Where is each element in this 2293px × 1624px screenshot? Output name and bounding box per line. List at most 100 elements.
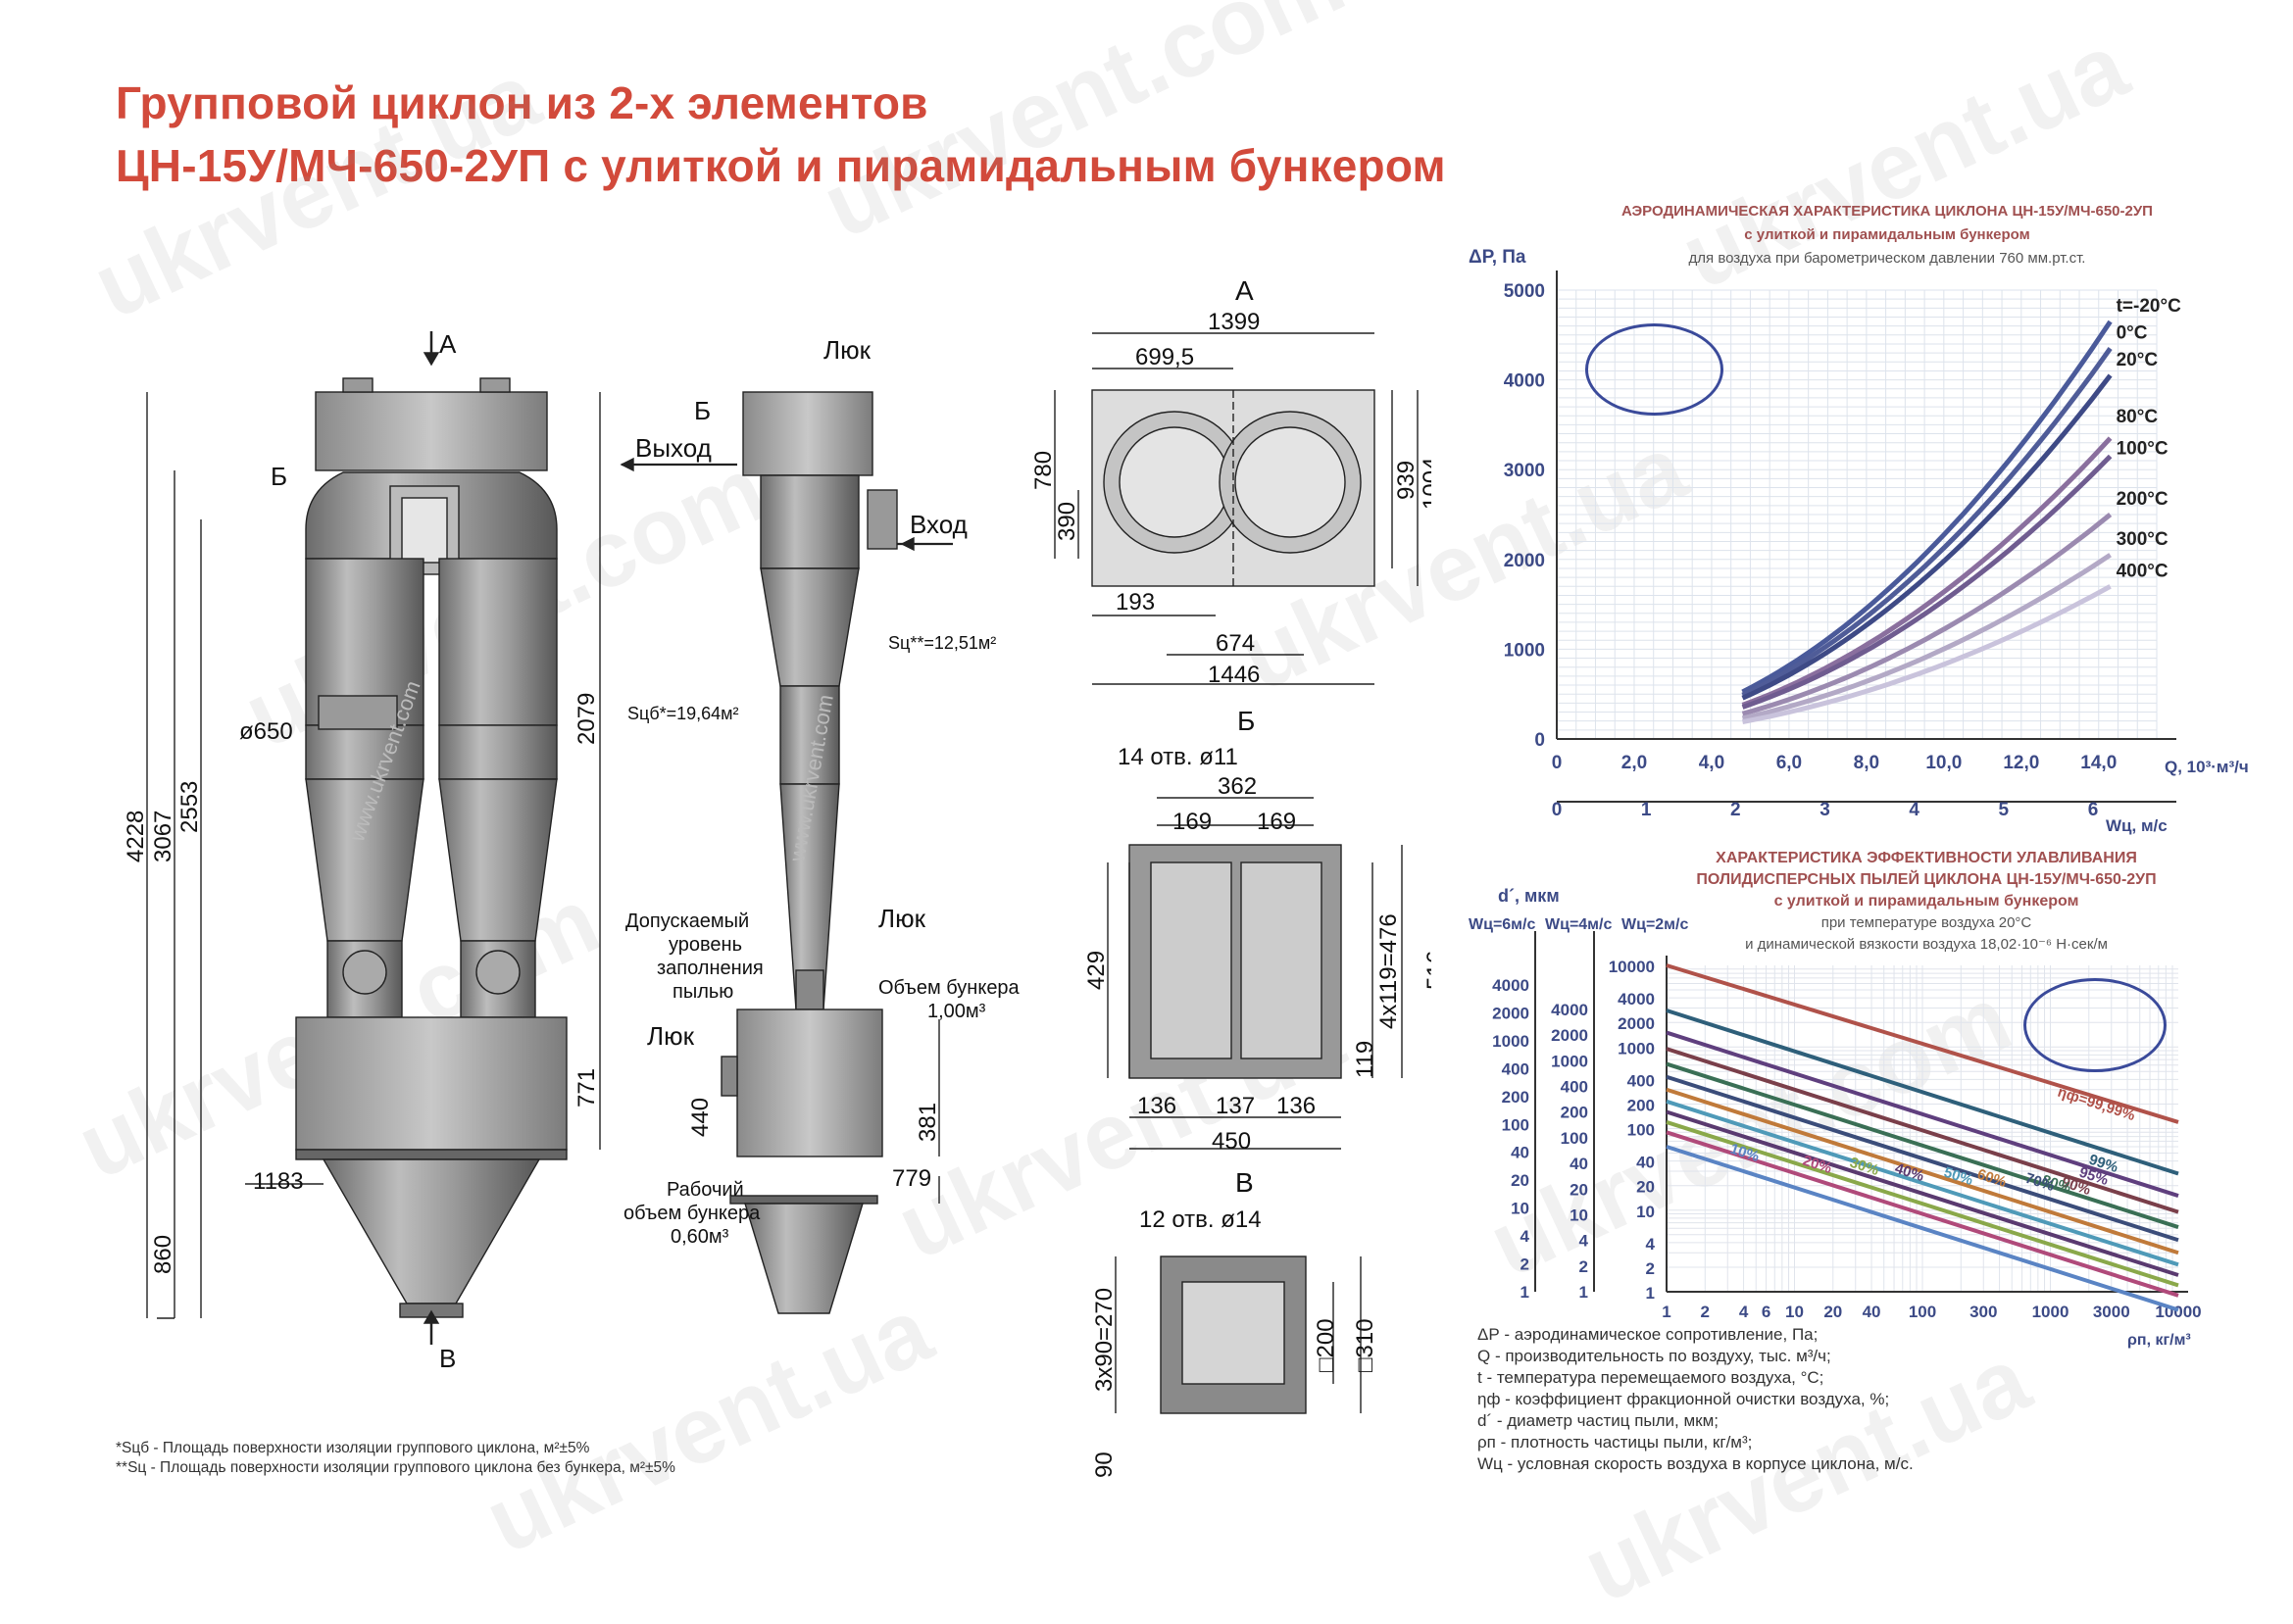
chart1-series-label: 200°С <box>2117 489 2168 510</box>
footnotes: *Sцб - Площадь поверхности изоляции груп… <box>116 1439 675 1478</box>
dim-a193: 193 <box>1116 589 1155 615</box>
dim-4228: 4228 <box>123 811 149 862</box>
chart2-y-tick: 200 <box>1627 1096 1655 1114</box>
legend-item: ηф - коэффициент фракционной очистки воз… <box>1477 1390 1890 1408</box>
chart1-x2-tick: 3 <box>1819 800 1830 820</box>
dim-440: 440 <box>687 1098 714 1137</box>
chart2-col1-tick: 2 <box>1520 1255 1529 1274</box>
chart2-x-tick: 1000 <box>2032 1303 2069 1321</box>
dim-b119: 119 <box>1352 1041 1378 1078</box>
dim-771: 771 <box>573 1068 600 1107</box>
chart2-col1-tick: 2000 <box>1492 1004 1529 1022</box>
chart2-xlabel: ρп, кг/м³ <box>2127 1332 2191 1349</box>
side-view <box>620 391 953 1314</box>
front-view <box>146 331 601 1345</box>
label-outlet: Выход <box>635 433 712 463</box>
dim-v270: 3x90=270 <box>1091 1288 1118 1392</box>
chart2-col1-tick: 10 <box>1511 1200 1529 1218</box>
chart2-col-header: Wц=2м/с <box>1621 916 1688 933</box>
dim-a699: 699,5 <box>1135 344 1194 370</box>
chart1-x-tick: 6,0 <box>1776 753 1802 773</box>
chart1-x2-tick: 4 <box>1909 800 1919 820</box>
chart1-series-line <box>1741 553 2112 721</box>
chart2-title: ХАРАКТЕРИСТИКА ЭФФЕКТИВНОСТИ УЛАВЛИВАНИЯ <box>1716 850 2137 866</box>
work-volume-1: Рабочий <box>667 1179 744 1201</box>
chart1-x2-tick: 0 <box>1552 800 1563 820</box>
chart2-x-tick: 1 <box>1662 1303 1670 1321</box>
chart1-x-tick: 4,0 <box>1699 753 1724 773</box>
chart2-col2-tick: 4 <box>1579 1232 1589 1251</box>
chart1-title: АЭРОДИНАМИЧЕСКАЯ ХАРАКТЕРИСТИКА ЦИКЛОНА … <box>1621 203 2153 220</box>
chart1-series-line <box>1742 584 2112 724</box>
label-hatch-mid: Люк <box>878 904 926 933</box>
chart1-y-tick: 3000 <box>1504 461 1545 481</box>
label-view-v: В <box>439 1344 456 1373</box>
chart1-y-tick: 5000 <box>1504 281 1545 302</box>
chart2-subtitle: ПОЛИДИСПЕРСНЫХ ПЫЛЕЙ ЦИКЛОНА ЦН-15У/МЧ-6… <box>1696 869 2156 888</box>
chart2-series-line <box>1666 1047 2179 1214</box>
chart2-y-tick: 1 <box>1646 1284 1655 1303</box>
dim-b450: 450 <box>1212 1128 1251 1155</box>
chart2-series-line <box>1666 1087 2179 1255</box>
chart1-x-tick: 10,0 <box>1925 753 1962 773</box>
label-hatch-low: Люк <box>647 1021 695 1051</box>
page-subtitle: ЦН-15У/МЧ-650-2УП с улиткой и пирамидаль… <box>116 140 1446 191</box>
chart2-y-tick: 2000 <box>1618 1014 1655 1033</box>
chart1-series-label: t=-20°С <box>2117 296 2181 317</box>
chart1-subtitle: для воздуха при барометрическом давлении… <box>1689 250 2086 267</box>
chart-legend: ΔР - аэродинамическое сопротивление, Па;… <box>1477 1324 1914 1475</box>
label-area-without-bunker: Sц**=12,51м² <box>888 633 996 653</box>
chart2-col2-tick: 200 <box>1561 1104 1588 1122</box>
chart2-col1-tick: 40 <box>1511 1144 1529 1162</box>
dim-b137: 137 <box>1216 1093 1255 1119</box>
chart2-series-line <box>1666 1109 2179 1277</box>
chart2-col1-tick: 20 <box>1511 1171 1529 1190</box>
chart2-x-tick: 300 <box>1969 1303 1997 1321</box>
chart2-col1-tick: 1 <box>1520 1283 1529 1302</box>
chart2-x-tick: 20 <box>1823 1303 1842 1321</box>
chart2-y-tick: 10000 <box>1609 958 1655 976</box>
chart1-y-tick: 2000 <box>1504 551 1545 571</box>
chart1-x2-tick: 6 <box>2088 800 2099 820</box>
chart2-col1-tick: 4000 <box>1492 976 1529 995</box>
chart2-y-tick: 4000 <box>1618 990 1655 1009</box>
chart2-y-tick: 400 <box>1627 1071 1655 1090</box>
chart2-col1-tick: 4 <box>1520 1227 1530 1246</box>
chart2-col2-tick: 20 <box>1570 1180 1588 1199</box>
dim-a390: 390 <box>1054 502 1080 541</box>
view-b-title: Б <box>1237 706 1255 736</box>
chart2-y-tick: 2 <box>1646 1259 1655 1278</box>
chart2-col2-tick: 2 <box>1579 1257 1588 1276</box>
chart1-series-label: 80°С <box>2117 407 2159 427</box>
stamp-logo <box>1585 323 1723 416</box>
chart2-col2-tick: 40 <box>1570 1155 1588 1173</box>
dim-v90: 90 <box>1091 1452 1118 1478</box>
dim-a674: 674 <box>1216 630 1255 657</box>
dust-level-3: заполнения <box>657 958 764 979</box>
dim-3067: 3067 <box>150 811 176 862</box>
chart1-series-line <box>1741 347 2113 698</box>
bunker-volume-1: Объем бункера <box>878 977 1021 999</box>
chart1-series-label: 300°С <box>2117 529 2168 550</box>
chart2-subtitle: с улиткой и пирамидальным бункером <box>1774 893 2079 910</box>
chart1-x2-tick: 2 <box>1730 800 1741 820</box>
chart1-series-label: 100°С <box>2117 438 2168 459</box>
label-holes-b: 14 отв. ø11 <box>1118 744 1238 770</box>
chart1-y-tick: 0 <box>1534 730 1545 751</box>
label-area-with-bunker: Sцб*=19,64м² <box>627 704 739 723</box>
bunker-volume-2: 1,00м³ <box>927 1001 986 1022</box>
chart1-series-line <box>1741 454 2113 710</box>
dim-a1446: 1446 <box>1208 662 1260 688</box>
chart2-col2-tick: 100 <box>1561 1129 1588 1148</box>
chart1-subtitle: с улиткой и пирамидальным бункером <box>1744 226 2029 243</box>
dust-level-2: уровень <box>669 934 742 956</box>
dim-v310: □310 <box>1352 1318 1378 1372</box>
legend-item: d´ - диаметр частиц пыли, мкм; <box>1477 1411 1720 1430</box>
chart2-col2-tick: 2000 <box>1551 1026 1588 1045</box>
chart2-col2-tick: 1000 <box>1551 1052 1588 1070</box>
legend-item: Q - производительность по воздуху, тыс. … <box>1477 1347 1831 1365</box>
dim-b136b: 136 <box>1276 1093 1316 1119</box>
chart2-series-line <box>1666 1099 2179 1267</box>
chart1-x-tick: 14,0 <box>2080 753 2117 773</box>
work-volume-3: 0,60м³ <box>671 1226 729 1248</box>
